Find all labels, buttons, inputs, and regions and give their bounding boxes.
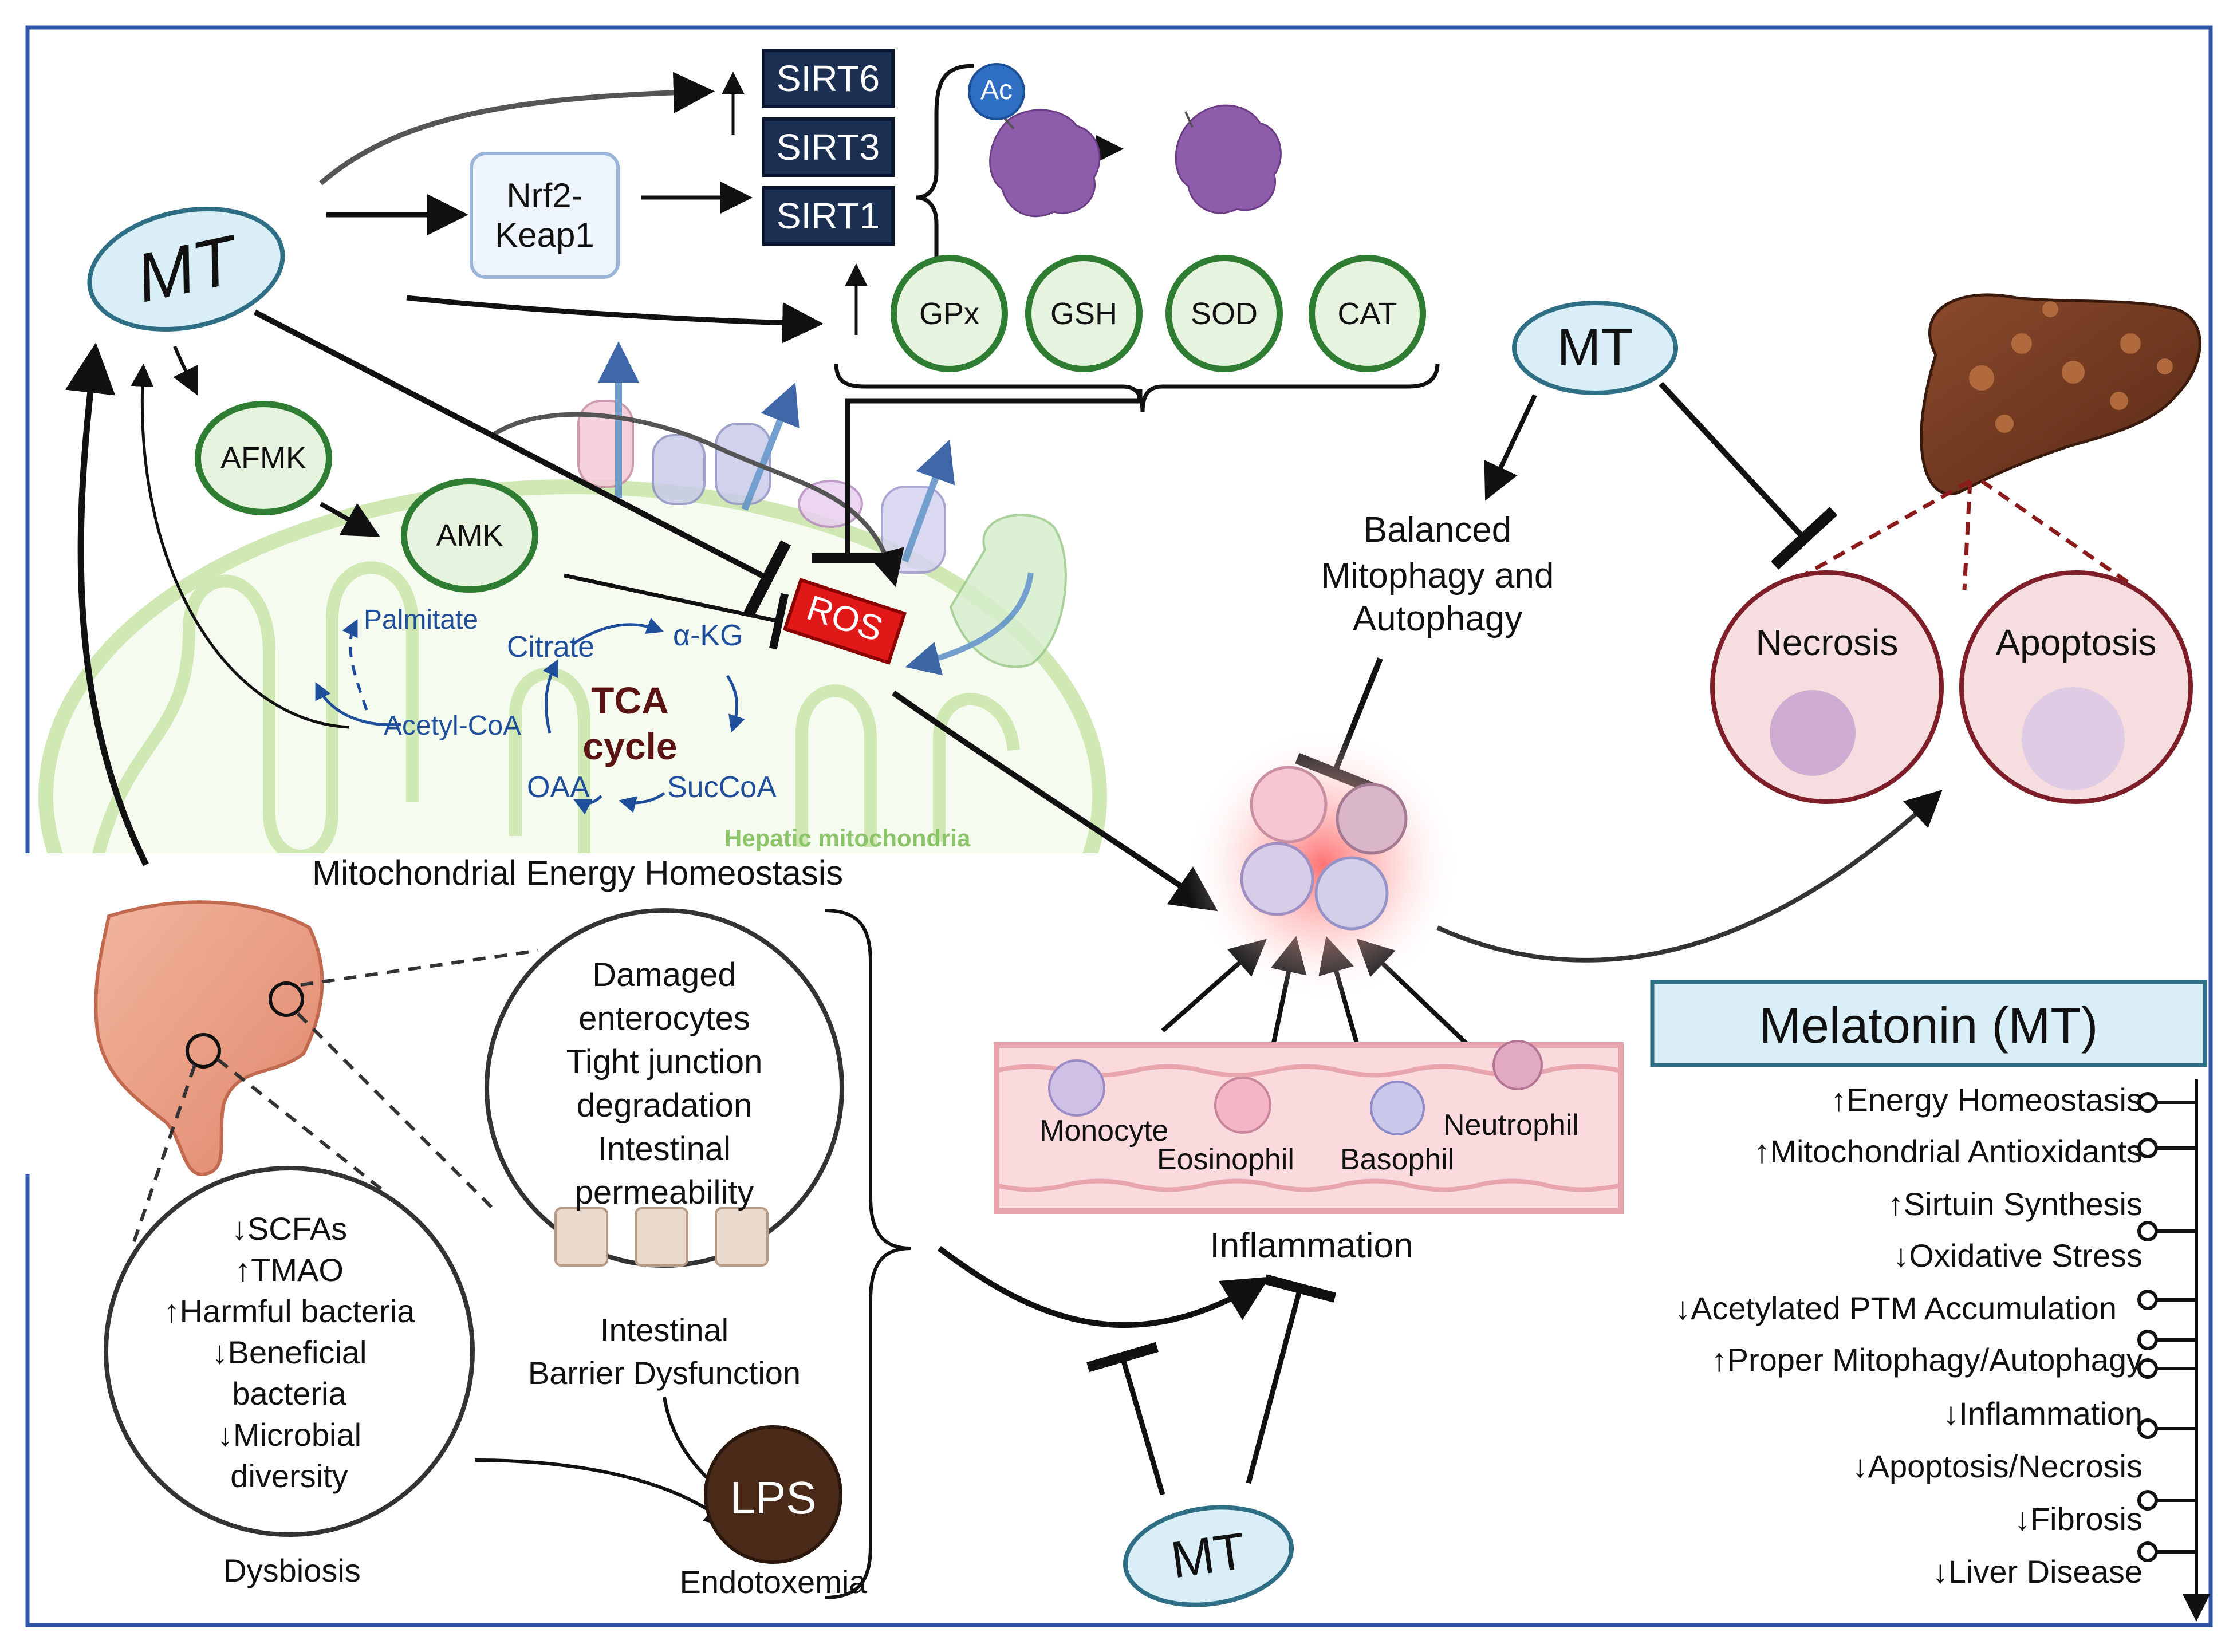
antioxidant-brace [834, 363, 1440, 413]
blood-vessel [994, 1040, 1624, 1214]
afmk-node: AFMK [195, 401, 332, 515]
barrier-bubble-text: Damaged enterocytes Tight junction degra… [515, 953, 813, 1215]
legend-item-fibrosis: ↓Fibrosis [2014, 1501, 2143, 1537]
gpx-node: GPx [891, 255, 1008, 372]
dysbiosis-item: bacteria [232, 1375, 346, 1412]
mitophagy-line1: Balanced [1363, 510, 1512, 550]
mt-node-liver: MT [1512, 301, 1678, 395]
dysbiosis-bubble-text: ↓SCFAs ↑TMAO ↑Harmful bacteria ↓Benefici… [140, 1208, 438, 1497]
legend-item-mitophagy: ↑Proper Mitophagy/Autophagy [1711, 1342, 2143, 1378]
etc-curve [491, 412, 904, 588]
legend-item-liver: ↓Liver Disease [1932, 1554, 2143, 1590]
bubble-line: Intestinal [597, 1130, 731, 1168]
legend-item-oxidative: ↓Oxidative Stress [1893, 1237, 2143, 1274]
immune-cell-cluster [1240, 766, 1408, 931]
basophil-label: Basophil [1340, 1143, 1455, 1176]
legend-item-inflammation: ↓Inflammation [1943, 1395, 2143, 1432]
bubble-line: Damaged [592, 956, 737, 993]
amk-node: AMK [401, 478, 538, 593]
dysbiosis-item: ↓Beneficial [211, 1334, 367, 1370]
legend-title: Melatonin (MT) [1759, 997, 2098, 1054]
gut-zoom-lines [130, 949, 539, 1249]
ros-box [782, 578, 907, 665]
hepatic-mitochondria-label: Hepatic mitochondria [724, 825, 971, 851]
mt-label: MT [129, 221, 243, 317]
palmitate-label: Palmitate [364, 605, 479, 635]
lps-label: LPS [730, 1472, 817, 1523]
mito-energy-label: Mitochondrial Energy Homeostasis [312, 854, 844, 892]
mt-label: MT [1557, 318, 1633, 377]
neutrophil-label: Neutrophil [1443, 1109, 1580, 1142]
barrier-label-line1: Intestinal [600, 1312, 729, 1348]
succoa-label: SucCoA [667, 771, 777, 804]
lps-circle [704, 1425, 842, 1564]
necrosis-label: Necrosis [1755, 622, 1899, 663]
acetyl-coa-label: Acetyl-CoA [384, 711, 522, 741]
sirt1-box: SIRT1 [762, 186, 895, 246]
nrf2-keap1-box: Nrf2- Keap1 [470, 152, 620, 279]
bubble-line: permeability [574, 1174, 754, 1211]
legend-item-sirtuin: ↑Sirtuin Synthesis [1887, 1186, 2143, 1222]
apoptosis-label: Apoptosis [1995, 622, 2157, 663]
sod-node: SOD [1165, 255, 1283, 372]
dysbiosis-item: ↓Microbial [216, 1417, 362, 1453]
legend-connectors [2137, 1079, 2210, 1622]
tca-title-line2: cycle [582, 725, 678, 767]
dysbiosis-item: diversity [230, 1458, 348, 1494]
tca-cycle-arrows [315, 617, 745, 815]
acetyl-badge [968, 63, 1025, 120]
dysbiosis-item: ↓SCFAs [231, 1211, 348, 1247]
gsh-node: GSH [1025, 255, 1143, 372]
gut-brace [824, 909, 911, 1599]
sirt3-box: SIRT3 [762, 117, 895, 177]
intestine-illustration [94, 900, 324, 1176]
bubble-line: enterocytes [578, 1000, 750, 1037]
legend-item-antioxidants: ↑Mitochondrial Antioxidants [1754, 1133, 2143, 1169]
liver-zoom-lines [1797, 479, 2132, 590]
legend-item-ptm: ↓Acetylated PTM Accumulation [1675, 1290, 2117, 1326]
tca-title-line1: TCA [591, 679, 669, 721]
dysbiosis-item: ↑TMAO [235, 1252, 344, 1288]
acetyl-label: Ac [980, 75, 1013, 105]
apoptosis-circle [1959, 570, 2193, 804]
barrier-label-line2: Barrier Dysfunction [527, 1355, 801, 1391]
citrate-label: Citrate [507, 630, 595, 664]
legend-item-apoptosis: ↓Apoptosis/Necrosis [1852, 1448, 2143, 1484]
bubble-line: degradation [576, 1087, 753, 1124]
eosinophil-label: Eosinophil [1157, 1143, 1294, 1176]
necrosis-circle [1710, 570, 1944, 804]
inflammation-label: Inflammation [1210, 1226, 1413, 1265]
nrf2-line2: Keap1 [495, 216, 594, 254]
mitophagy-line2: Mitophagy and [1321, 556, 1554, 596]
cat-node: CAT [1309, 255, 1426, 372]
membrane-proteins [577, 341, 1067, 676]
dysbiosis-label: Dysbiosis [223, 1552, 361, 1588]
dysbiosis-bubble [104, 1166, 475, 1537]
inflammation-glow [1186, 727, 1460, 1002]
endotoxemia-label: Endotoxemia [679, 1564, 867, 1600]
acetylated-protein [989, 104, 1282, 218]
akg-label: α-KG [673, 619, 743, 652]
oaa-label: OAA [527, 771, 590, 804]
sirt6-box: SIRT6 [762, 49, 895, 108]
bubble-line: Tight junction [566, 1043, 763, 1081]
mitophagy-line3: Autophagy [1352, 599, 1523, 638]
legend-title-box [1650, 980, 2207, 1067]
mt-label: MT [1167, 1522, 1250, 1590]
monocyte-label: Monocyte [1039, 1114, 1169, 1148]
legend-item-energy: ↑Energy Homeostasis [1830, 1082, 2143, 1118]
dysbiosis-item: ↑Harmful bacteria [163, 1293, 415, 1329]
enterocyte-layer [554, 1207, 769, 1267]
nrf2-line1: Nrf2- [506, 176, 583, 215]
